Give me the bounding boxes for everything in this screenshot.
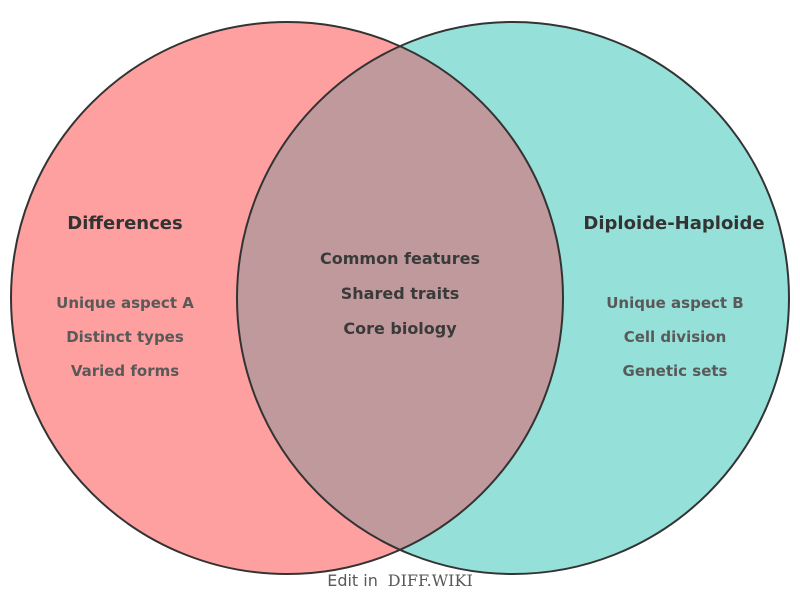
left-item-3: Varied forms: [71, 362, 179, 380]
left-circle-outline: [10, 21, 564, 575]
overlap-region: [237, 22, 563, 574]
right-item-3: Genetic sets: [623, 362, 728, 380]
overlap-item-3: Core biology: [343, 319, 457, 338]
left-item-1: Unique aspect A: [56, 294, 194, 312]
right-circle-outline: [236, 21, 790, 575]
left-circle-title: Differences: [67, 213, 182, 234]
right-circle-title: Diploide-Haploide: [583, 213, 764, 234]
edit-link-brand[interactable]: DIFF.WIKI: [388, 571, 473, 590]
overlap-item-1: Common features: [320, 249, 480, 268]
left-item-2: Distinct types: [66, 328, 184, 346]
edit-link[interactable]: Edit in DIFF.WIKI: [327, 571, 473, 590]
right-item-1: Unique aspect B: [606, 294, 744, 312]
overlap-item-2: Shared traits: [341, 284, 459, 303]
right-item-2: Cell division: [624, 328, 727, 346]
edit-link-prefix[interactable]: Edit in: [327, 571, 378, 590]
